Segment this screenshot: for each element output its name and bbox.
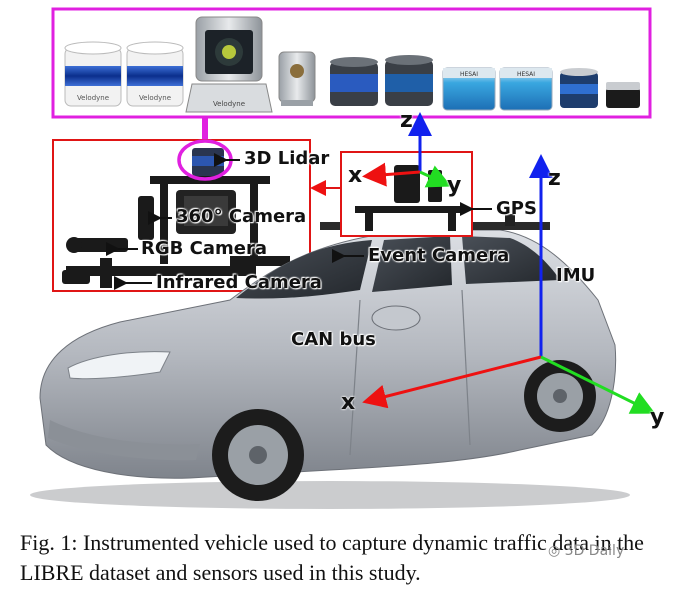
imu-axis-y xyxy=(540,355,656,414)
watermark: ◎ 3D Daily xyxy=(548,543,624,559)
lidar-velodyne-vls: Velodyne xyxy=(185,16,273,113)
lidar-velodyne-2: Velodyne xyxy=(126,41,184,107)
label-360-camera: 360° Camera xyxy=(176,206,307,227)
figure-caption: Fig. 1: Instrumented vehicle used to cap… xyxy=(20,530,644,585)
figure-illustration: Velodyne Velodyne Velodyne HESAI xyxy=(30,7,656,509)
roof-axis-x-label: x xyxy=(348,163,363,188)
car-body xyxy=(30,214,630,509)
label-event-camera: Event Camera xyxy=(368,245,510,266)
label-imu: IMU xyxy=(556,265,596,286)
roof-axis-y xyxy=(419,165,452,188)
svg-text:Velodyne: Velodyne xyxy=(77,94,109,102)
lidar-ouster-1 xyxy=(330,57,378,106)
label-3d-lidar: 3D Lidar xyxy=(244,148,330,169)
label-gps: GPS xyxy=(496,198,537,219)
watermark-text: 3D Daily xyxy=(564,543,625,559)
label-can-bus: CAN bus xyxy=(291,329,376,350)
svg-text:HESAI: HESAI xyxy=(460,71,478,78)
lidar-hesai-1: HESAI xyxy=(442,67,496,111)
imu-axis-x-label: x xyxy=(341,390,356,415)
imu-axis-y-label: y xyxy=(650,405,665,430)
roof-axis-x xyxy=(362,162,421,187)
lidar-hesai-2: HESAI xyxy=(499,67,553,111)
roof-axis-y-label: y xyxy=(447,173,462,198)
imu-axis-z-label: z xyxy=(548,166,561,191)
svg-text:Velodyne: Velodyne xyxy=(213,100,245,108)
svg-text:Velodyne: Velodyne xyxy=(139,94,171,102)
lidar-tiny-black xyxy=(606,82,640,108)
label-rgb-camera: RGB Camera xyxy=(141,238,267,259)
wechat-icon: ◎ xyxy=(548,543,565,559)
svg-text:HESAI: HESAI xyxy=(517,71,535,78)
label-infrared-camera: Infrared Camera xyxy=(156,272,322,293)
lidar-small-cylinder xyxy=(278,51,316,106)
lidar-velodyne-1: Velodyne xyxy=(64,41,122,107)
lidar-dark-small xyxy=(560,68,598,108)
roof-axis-z-label: z xyxy=(400,108,413,133)
lidar-ouster-2 xyxy=(385,55,433,106)
imu-axis-x xyxy=(362,355,542,409)
